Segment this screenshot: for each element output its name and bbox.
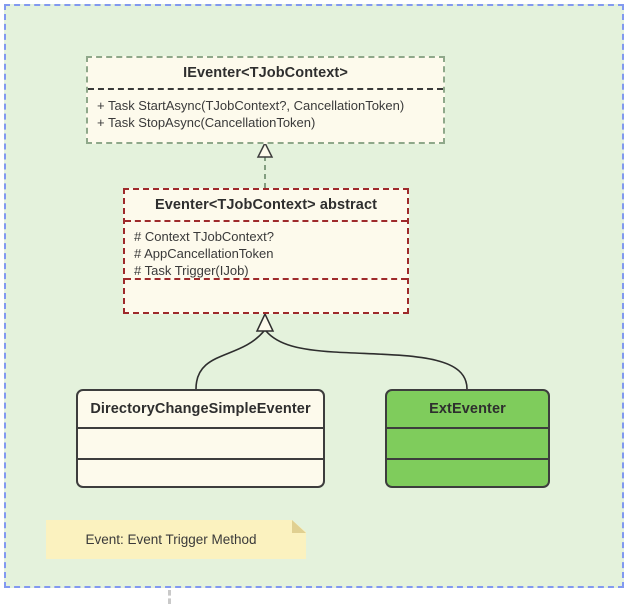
class-box-directorychangesimpleeventer[interactable]: DirectoryChangeSimpleEventer [76, 389, 325, 488]
class-members-eventer: # Context TJobContext? # AppCancellation… [125, 222, 407, 280]
class-title-eventer: Eventer<TJobContext> abstract [125, 190, 407, 222]
class-box-eventer[interactable]: Eventer<TJobContext> abstract # Context … [123, 188, 409, 314]
class-operations-exteventer [387, 460, 548, 486]
class-operations-directorychangesimpleeventer [78, 460, 323, 486]
class-title-ieventer: IEventer<TJobContext> [88, 58, 443, 90]
class-attributes-exteventer [387, 429, 548, 460]
class-members-ieventer: + Task StartAsync(TJobContext?, Cancella… [97, 98, 405, 130]
class-box-ieventer[interactable]: IEventer<TJobContext> + Task StartAsync(… [86, 56, 445, 144]
class-box-exteventer[interactable]: ExtEventer [385, 389, 550, 488]
class-title-exteventer: ExtEventer [387, 391, 548, 429]
selection-frame-stub [168, 590, 171, 604]
note-body [46, 520, 306, 559]
class-title-directorychangesimpleeventer: DirectoryChangeSimpleEventer [78, 391, 323, 429]
note-text: Event: Event Trigger Method [85, 532, 257, 547]
class-section-empty-eventer [125, 280, 407, 312]
class-attributes-directorychangesimpleeventer [78, 429, 323, 460]
note-event-trigger-method[interactable]: Event: Event Trigger Method [46, 520, 306, 559]
